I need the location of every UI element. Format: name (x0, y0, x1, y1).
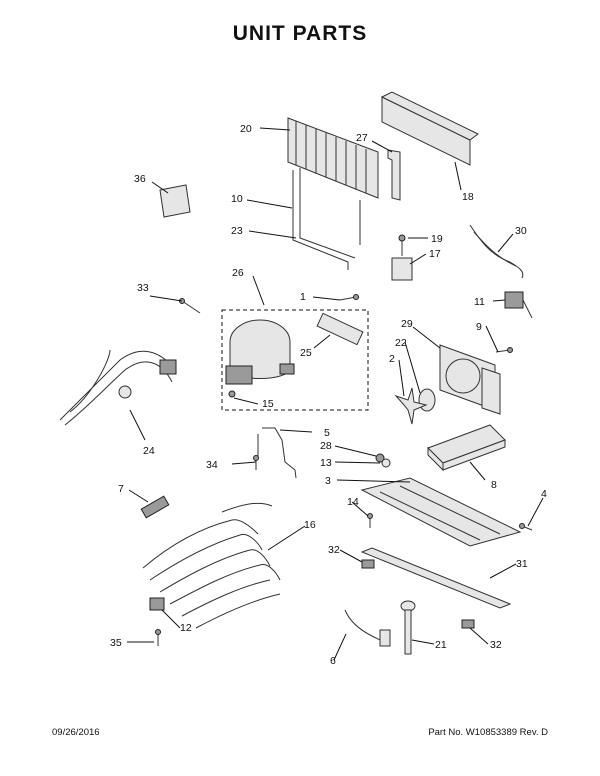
component-part-11 (504, 291, 533, 319)
screw-part-35 (155, 629, 161, 646)
callout-6: 6 (330, 655, 336, 667)
callout-15: 15 (262, 398, 274, 410)
callout-36: 36 (134, 173, 146, 185)
callout-5: 5 (324, 427, 330, 439)
wire-harness-30 (469, 224, 524, 279)
callout-29: 29 (401, 318, 413, 330)
screw-part-9 (495, 347, 513, 353)
callout-8: 8 (491, 479, 497, 491)
callout-2: 2 (389, 353, 395, 365)
callout-7: 7 (118, 483, 124, 495)
clip-part-12 (149, 597, 165, 611)
callout-22: 22 (395, 337, 407, 349)
screw-part-34 (253, 455, 259, 470)
page-title: UNIT PARTS (232, 22, 368, 45)
leader-lines (127, 127, 544, 661)
callout-31: 31 (516, 558, 528, 570)
callout-24: 24 (143, 445, 155, 457)
footer-date: 09/26/2016 (52, 727, 100, 738)
callout-19: 19 (431, 233, 443, 245)
callout-17: 17 (429, 248, 441, 260)
fan-assembly (394, 344, 501, 425)
callout-20: 20 (240, 123, 252, 135)
callout-21: 21 (435, 639, 447, 651)
dryer-part (316, 312, 364, 346)
frame-part-23 (292, 168, 361, 270)
callout-13: 13 (320, 457, 332, 469)
callout-10: 10 (231, 193, 243, 205)
compressor-group-box (221, 309, 369, 411)
callout-33: 33 (137, 282, 149, 294)
callouts: 20 27 18 36 10 23 19 17 30 26 1 33 11 29… (110, 123, 547, 667)
callout-4: 4 (541, 488, 547, 500)
callout-16: 16 (304, 519, 316, 531)
component-part-21 (400, 600, 416, 655)
callout-27: 27 (356, 132, 368, 144)
callout-35: 35 (110, 637, 122, 649)
footer-part-number: Part No. W10853389 Rev. D (428, 727, 548, 738)
callout-11: 11 (474, 296, 485, 308)
callout-28: 28 (320, 440, 332, 452)
wire-harness-24 (59, 349, 177, 426)
callout-32a: 32 (328, 544, 340, 556)
grommet-part-28-13 (375, 453, 391, 468)
callout-34: 34 (206, 459, 218, 471)
bracket-part-27 (387, 149, 401, 201)
bracket-part-18 (380, 91, 479, 166)
callout-25: 25 (300, 347, 312, 359)
component-part-7 (140, 495, 170, 519)
callout-18: 18 (462, 191, 474, 203)
callout-32b: 32 (490, 639, 502, 651)
condenser-coil-part (142, 502, 281, 629)
label-plate-36 (159, 184, 191, 218)
relay-part-17 (391, 234, 413, 281)
sensor-part-6 (344, 609, 391, 647)
callout-12: 12 (180, 622, 192, 634)
callout-1: 1 (300, 291, 306, 303)
compressor-part (225, 319, 295, 398)
condenser-part (287, 117, 379, 199)
screw-part-4 (519, 523, 533, 531)
rail-part-31 (360, 547, 512, 629)
callout-30: 30 (515, 225, 527, 237)
drain-pan-part (427, 424, 506, 472)
screw-part-1 (339, 294, 359, 301)
callout-14: 14 (347, 496, 359, 508)
callout-3: 3 (325, 475, 331, 487)
callout-26: 26 (232, 267, 244, 279)
tubing-part-5 (257, 427, 297, 479)
callout-9: 9 (476, 321, 482, 333)
screw-part-33 (179, 298, 201, 314)
callout-23: 23 (231, 225, 243, 237)
